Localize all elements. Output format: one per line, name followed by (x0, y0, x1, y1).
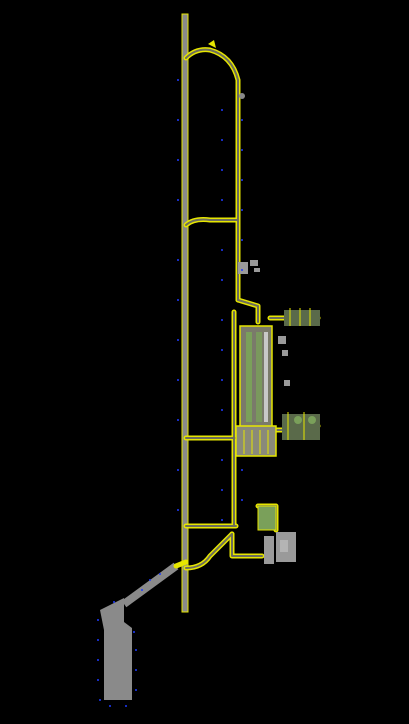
east-stands-north (284, 308, 320, 326)
main-apron (235, 325, 277, 457)
main-runway (181, 13, 189, 613)
remote-runway (100, 562, 179, 700)
east-stands-south (282, 412, 320, 440)
mid-buildings (238, 260, 290, 386)
beacon-icon (239, 93, 245, 99)
windsock-icon (208, 40, 216, 48)
taxiway-network (173, 47, 321, 571)
south-apron (257, 505, 296, 564)
edge-lights (97, 79, 243, 707)
